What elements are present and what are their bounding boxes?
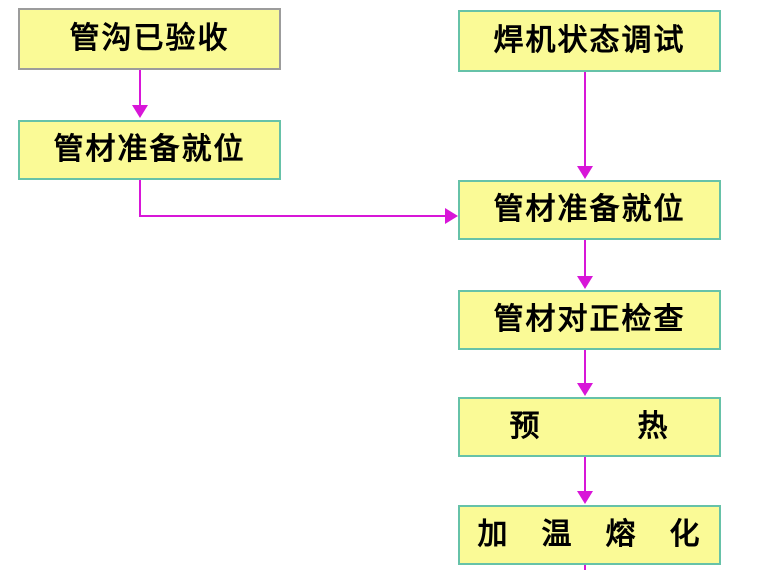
arrowhead-right-icon bbox=[445, 208, 458, 224]
connector-l2-elbow-horizontal bbox=[139, 215, 446, 217]
connector-l1-l2-line bbox=[139, 70, 141, 106]
arrowhead-down-icon bbox=[577, 491, 593, 504]
connector-r5-offscreen-stub bbox=[584, 565, 586, 570]
node-label: 焊机状态调试 bbox=[493, 24, 686, 57]
node-pipe-alignment-check: 管材对正检查 bbox=[458, 290, 721, 350]
node-label: 加 温 熔 化 bbox=[477, 518, 702, 551]
node-trench-accepted: 管沟已验收 bbox=[18, 8, 281, 70]
node-label: 管材准备就位 bbox=[53, 133, 246, 166]
arrowhead-down-icon bbox=[577, 276, 593, 289]
node-pipe-ready-left: 管材准备就位 bbox=[18, 120, 281, 180]
connector-l2-elbow-vertical bbox=[139, 180, 141, 217]
arrowhead-down-icon bbox=[577, 166, 593, 179]
connector-r1-r2-line bbox=[584, 72, 586, 166]
node-label: 管沟已验收 bbox=[69, 22, 230, 55]
node-preheat: 预 热 bbox=[458, 397, 721, 457]
node-label: 管材准备就位 bbox=[493, 193, 686, 226]
connector-r4-r5-line bbox=[584, 457, 586, 491]
node-label: 预 热 bbox=[509, 410, 670, 443]
node-pipe-ready-right: 管材准备就位 bbox=[458, 180, 721, 240]
arrowhead-down-icon bbox=[132, 105, 148, 118]
connector-r3-r4-line bbox=[584, 350, 586, 383]
arrowhead-down-icon bbox=[577, 383, 593, 396]
connector-r2-r3-line bbox=[584, 240, 586, 276]
node-label: 管材对正检查 bbox=[493, 303, 686, 336]
node-heat-and-melt: 加 温 熔 化 bbox=[458, 505, 721, 565]
node-welder-status-debug: 焊机状态调试 bbox=[458, 10, 721, 72]
